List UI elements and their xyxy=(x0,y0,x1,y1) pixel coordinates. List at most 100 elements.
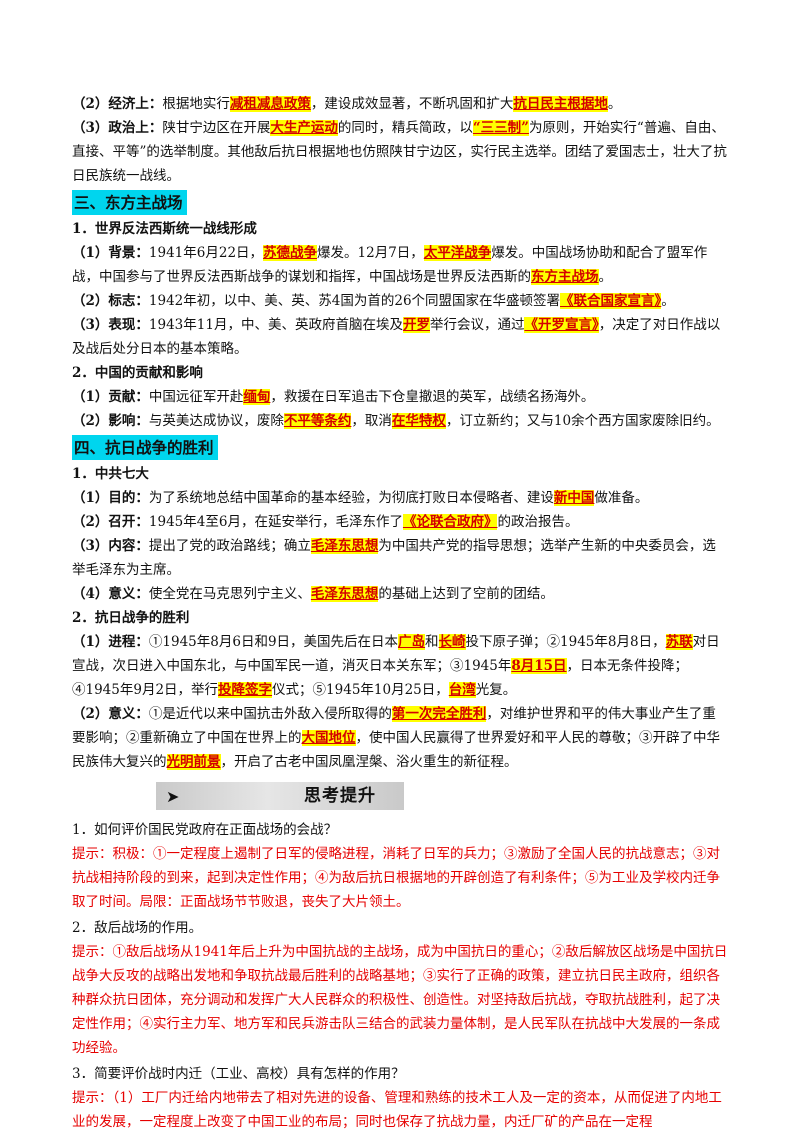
label: （2）经济上： xyxy=(72,96,163,112)
text: 陕甘宁边区在开展 xyxy=(162,120,271,136)
para-open: （2）召开：1945年4至6月，在延安举行，毛泽东作了《论联合政府》的政治报告。 xyxy=(72,510,728,534)
label: （3）表现： xyxy=(72,317,149,333)
highlight: 8月15日 xyxy=(511,658,567,674)
subheading: 2．抗日战争的胜利 xyxy=(72,610,190,626)
highlight: 投降签字 xyxy=(218,682,273,698)
text: ，救援在日军追击下仓皇撤退的英军，战绩名扬海外。 xyxy=(270,389,595,405)
highlight: 新中国 xyxy=(553,490,595,506)
para-meaning: （4）意义：使全党在马克思列宁主义、毛泽东思想的基础上达到了空前的团结。 xyxy=(72,582,728,606)
think-banner: ➤ 思考提升 xyxy=(156,782,404,810)
highlight: 东方主战场 xyxy=(531,269,599,285)
question-3: 3．简要评价战时内迁（工业、高校）具有怎样的作用？ xyxy=(72,1066,405,1082)
label: （1）进程： xyxy=(72,634,149,650)
text: 对日宣战，次日进入中国东北，与中国军民一道，消灭日本关东军；③1945年 xyxy=(72,634,720,674)
answer-2: 提示：①敌后战场从1941年后上升为中国抗战的主战场，成为中国抗日的重心；②敌后… xyxy=(72,944,728,1056)
label: （1）目的： xyxy=(72,490,149,506)
text: ，使中国人民赢得了世界爱好和平人民的尊敬；③开辟了中华民族伟大复兴的 xyxy=(72,730,720,770)
text: 1945年4至6月，在延安举行，毛泽东作了 xyxy=(148,514,403,530)
section-title: 三、东方主战场 xyxy=(72,190,187,215)
highlight: 抗日民主根据地 xyxy=(513,96,608,112)
label: （1）贡献： xyxy=(72,389,149,405)
text: 与英美达成协议，废除 xyxy=(148,413,284,429)
text: ，建设成效显著，不断巩固和扩大 xyxy=(310,96,514,112)
highlight: 在华特权 xyxy=(391,413,446,429)
text: 。 xyxy=(607,96,622,112)
text: 爆发。12月7日， xyxy=(317,245,424,261)
think-title: 思考提升 xyxy=(304,786,376,806)
highlight: 苏联 xyxy=(665,634,693,650)
para-economy: （2）经济上：根据地实行减租减息政策，建设成效显著，不断巩固和扩大抗日民主根据地… xyxy=(72,92,728,116)
highlight: 第一次完全胜利 xyxy=(391,706,487,722)
highlight: 大国地位 xyxy=(301,730,356,746)
para-impact: （2）影响：与英美达成协议，废除不平等条约，取消在华特权，订立新约；又与10余个… xyxy=(72,409,728,433)
text: 提出了党的政治路线；确立 xyxy=(148,538,311,554)
text: 使全党在马克思列宁主义、 xyxy=(148,586,311,602)
highlight: 毛泽东思想 xyxy=(310,586,379,602)
highlight: “三三制” xyxy=(472,120,529,136)
text: 1942年初，以中、美、英、苏4国为首的26个同盟国家在华盛顿签署 xyxy=(148,293,561,309)
think-banner-wrap: ➤ 思考提升 xyxy=(72,780,728,816)
highlight: 苏德战争 xyxy=(263,245,318,261)
highlight: 台湾 xyxy=(448,682,476,698)
text: ，决定了对日作战以及战后处分日本的基本策略。 xyxy=(72,317,721,357)
subheading: 1．中共七大 xyxy=(72,466,149,482)
text: 的基础上达到了空前的团结。 xyxy=(378,586,554,602)
para-contribution: （1）贡献：中国远征军开赴缅甸，救援在日军追击下仓皇撤退的英军，战绩名扬海外。 xyxy=(72,385,728,409)
document-page: （2）经济上：根据地实行减租减息政策，建设成效显著，不断巩固和扩大抗日民主根据地… xyxy=(72,92,728,1134)
highlight: 缅甸 xyxy=(243,389,271,405)
text: ，日本无条件投降；④1945年9月2日，举行 xyxy=(72,658,689,698)
text: ，订立新约；又与10余个西方国家废除旧约。 xyxy=(445,413,720,429)
label: （2）意义： xyxy=(72,706,149,722)
para-goal: （1）目的：为了系统地总结中国革命的基本经验，为彻底打败日本侵略者、建设新中国做… xyxy=(72,486,728,510)
highlight: 太平洋战争 xyxy=(423,245,492,261)
para-sign: （2）标志：1942年初，以中、美、英、苏4国为首的26个同盟国家在华盛顿签署《… xyxy=(72,289,728,313)
text: 为原则，开始实行“普遍、自由、直接、平等”的选举制度。其他敌后抗日根据地也仿照陕… xyxy=(72,120,727,184)
highlight: 《论联合政府》 xyxy=(402,514,498,530)
text: 1941年6月22日， xyxy=(148,245,264,261)
highlight: 长崎 xyxy=(438,634,466,650)
highlight: 减租减息政策 xyxy=(229,96,311,112)
label: （4）意义： xyxy=(72,586,149,602)
highlight: 光明前景 xyxy=(166,754,221,770)
para-process: （1）进程：①1945年8月6日和9日，美国先后在日本广岛和长崎投下原子弹；②1… xyxy=(72,630,728,702)
label: （3）内容： xyxy=(72,538,149,554)
text: 根据地实行 xyxy=(162,96,230,112)
label: （1）背景： xyxy=(72,245,149,261)
para-significance: （2）意义：①是近代以来中国抗击外敌入侵所取得的第一次完全胜利，对维护世界和平的… xyxy=(72,702,728,774)
highlight: 广岛 xyxy=(398,634,426,650)
text: 。 xyxy=(598,269,613,285)
para-background: （1）背景：1941年6月22日，苏德战争爆发。12月7日，太平洋战争爆发。中国… xyxy=(72,241,728,289)
subheading: 1．世界反法西斯统一战线形成 xyxy=(72,221,257,237)
arrow-icon: ➤ xyxy=(166,787,180,806)
para-show: （3）表现：1943年11月，中、美、英政府首脑在埃及开罗举行会议，通过《开罗宣… xyxy=(72,313,728,361)
label: （2）影响： xyxy=(72,413,149,429)
highlight: 不平等条约 xyxy=(283,413,352,429)
highlight: 毛泽东思想 xyxy=(310,538,379,554)
text: ，对维护世界和平的伟大事业产生了重要影响；②重新确立了中国在世界上的 xyxy=(72,706,716,746)
answer-1: 提示：积极：①一定程度上遏制了日军的侵略进程，消耗了日军的兵力；③激励了全国人民… xyxy=(72,846,720,910)
highlight: 《开罗宣言》 xyxy=(524,317,599,333)
label: （2）标志： xyxy=(72,293,149,309)
text: 中国远征军开赴 xyxy=(148,389,244,405)
text: ①1945年8月6日和9日，美国先后在日本 xyxy=(148,634,399,650)
text: ，开启了古老中国凤凰涅槃、浴火重生的新征程。 xyxy=(220,754,518,770)
text: 1943年11月，中、美、英政府首脑在埃及 xyxy=(148,317,403,333)
text: 做准备。 xyxy=(594,490,649,506)
question-2: 2．敌后战场的作用。 xyxy=(72,920,203,936)
text: 的同时，精兵简政，以 xyxy=(337,120,473,136)
para-politics: （3）政治上：陕甘宁边区在开展大生产运动的同时，精兵简政，以“三三制”为原则，开… xyxy=(72,116,728,188)
highlight: 开罗 xyxy=(402,317,430,333)
question-1: 1．如何评价国民党政府在正面战场的会战？ xyxy=(72,822,338,838)
label: （3）政治上： xyxy=(72,120,163,136)
text: 光复。 xyxy=(475,682,517,698)
text: 的政治报告。 xyxy=(497,514,579,530)
label: （2）召开： xyxy=(72,514,149,530)
text: 和 xyxy=(425,634,439,650)
section-title: 四、抗日战争的胜利 xyxy=(72,435,218,460)
highlight: 《联合国家宣言》 xyxy=(560,293,662,309)
text: 举行会议，通过 xyxy=(429,317,525,333)
subheading: 2．中国的贡献和影响 xyxy=(72,365,203,381)
text: 为了系统地总结中国革命的基本经验，为彻底打败日本侵略者、建设 xyxy=(148,490,554,506)
text: ，取消 xyxy=(351,413,392,429)
text: 。 xyxy=(661,293,675,309)
